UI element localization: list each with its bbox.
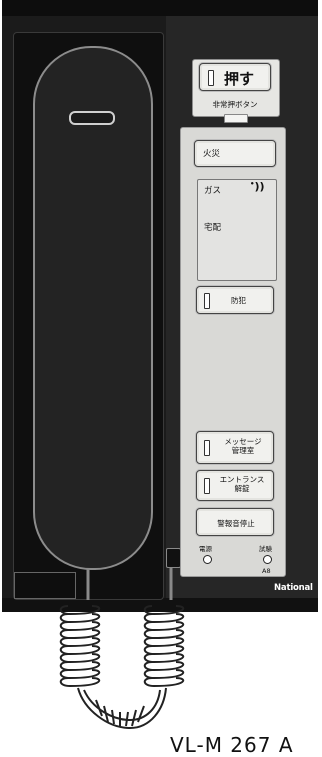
emergency-push-button[interactable]: 押す (199, 63, 271, 91)
emergency-indicator (208, 70, 214, 86)
crime-indicator (204, 293, 210, 309)
status-display (197, 179, 277, 281)
gas-label: ガス (204, 186, 222, 196)
entrance-label-line2: 解錠 (234, 484, 250, 493)
earpiece-slot (69, 111, 115, 125)
entrance-label-line1: エントランス (219, 475, 265, 484)
message-indicator (204, 440, 210, 456)
entrance-indicator (204, 478, 210, 494)
crime-button-label: 防犯 (231, 296, 246, 305)
message-label-line2: 管理室 (231, 446, 255, 455)
handset[interactable] (33, 46, 153, 570)
brand-logo: National (274, 583, 313, 593)
message-label-line1: メッセージ (224, 437, 262, 446)
power-led (203, 555, 212, 564)
delivery-label: 宅配 (204, 223, 222, 233)
alarm-stop-button[interactable]: 警報音停止 (196, 508, 274, 536)
bottom-edge (2, 598, 318, 612)
test-led (263, 555, 272, 564)
label-plate (14, 572, 76, 599)
message-label: メッセージ 管理室 (213, 437, 273, 455)
crime-button[interactable]: 防犯 (196, 286, 274, 314)
fire-button[interactable]: 火災 (194, 140, 276, 167)
entrance-label: エントランス 解錠 (211, 475, 273, 493)
model-number: VL-M 267 A (170, 733, 294, 757)
entrance-unlock-button[interactable]: エントランス 解錠 (196, 470, 274, 501)
emergency-button-label: 押す (224, 70, 255, 88)
power-label: 電源 (199, 545, 212, 553)
emergency-caption: 非常押ボタン (212, 100, 258, 109)
unit-code: A8 (262, 567, 271, 575)
gas-sound-waves: )) (254, 180, 265, 193)
top-edge (2, 0, 318, 16)
coiled-cord (59, 568, 185, 730)
fire-button-label: 火災 (203, 149, 221, 159)
message-button[interactable]: メッセージ 管理室 (196, 431, 274, 464)
emergency-lamp (224, 114, 248, 123)
test-label: 試験 (259, 545, 272, 553)
alarm-stop-label: 警報音停止 (217, 519, 255, 528)
gas-sound-icon: •)) (250, 180, 265, 193)
